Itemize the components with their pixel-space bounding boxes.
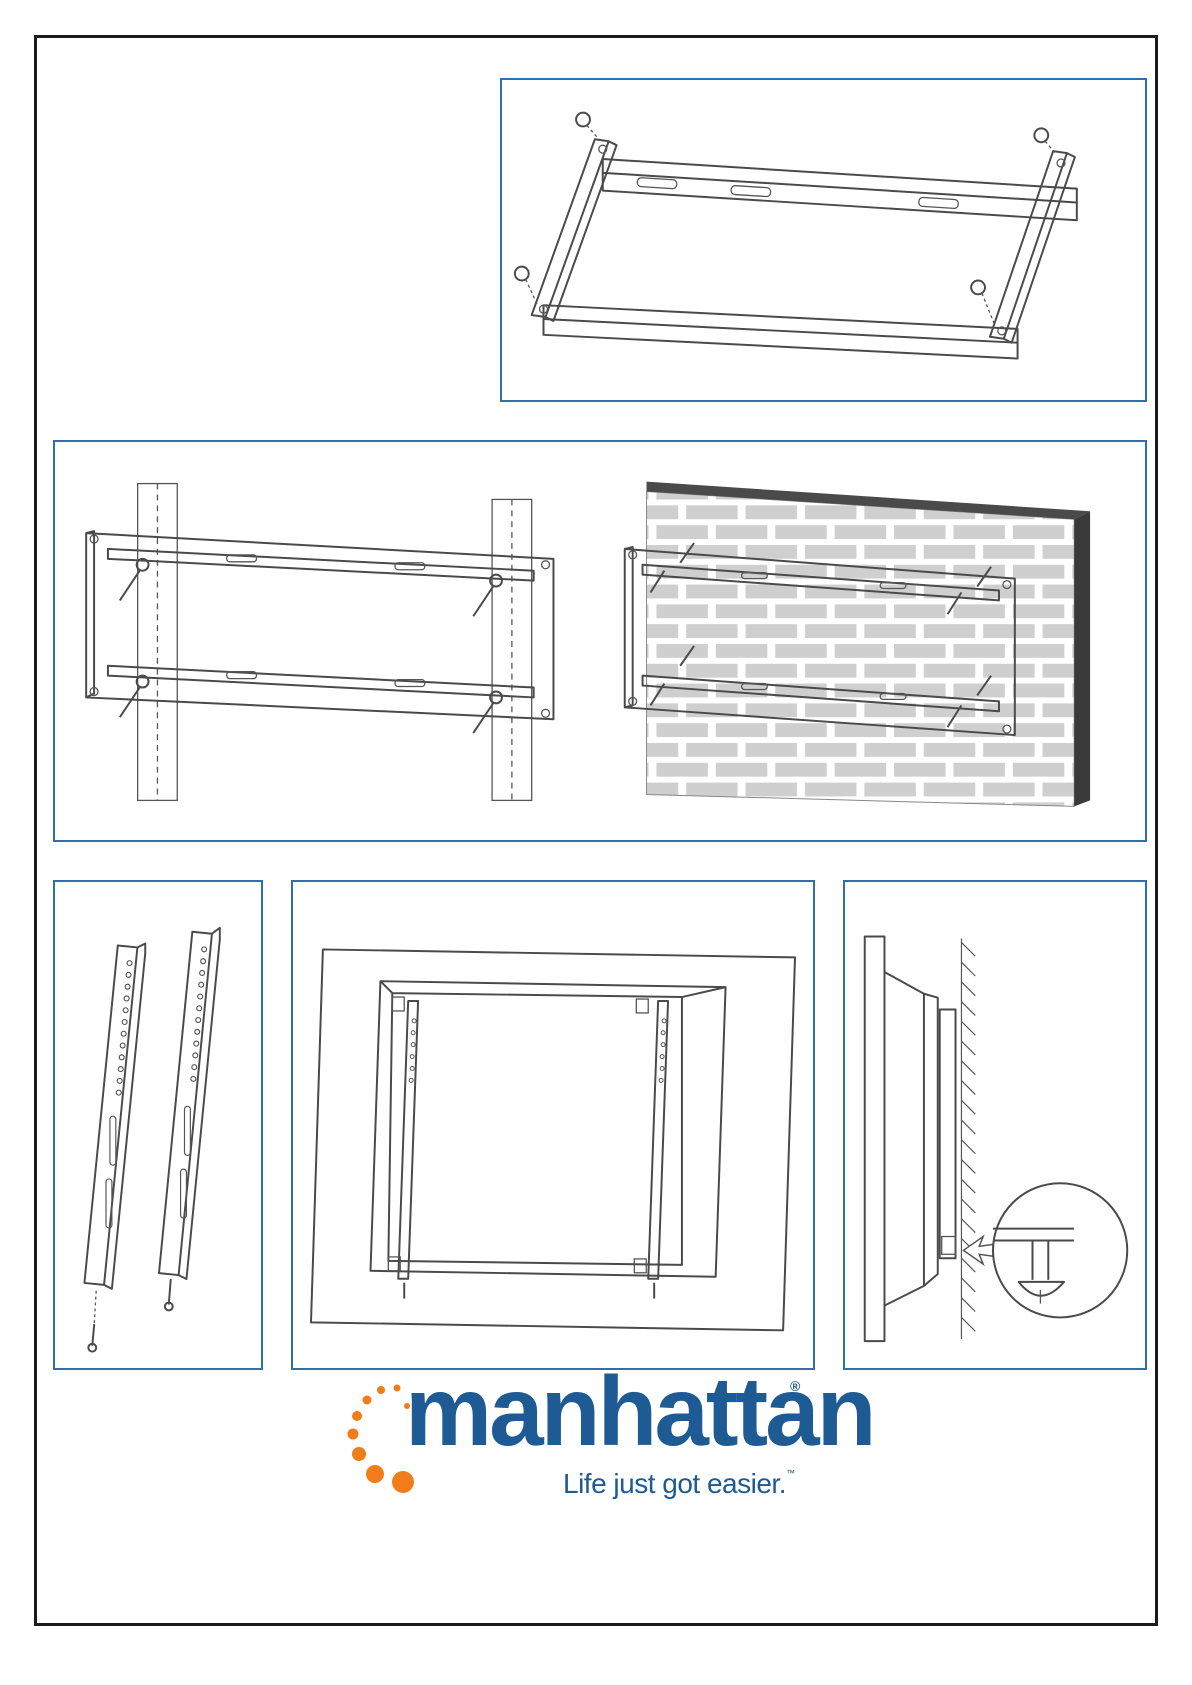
tagline: Life just got easier.™ bbox=[563, 1468, 794, 1500]
brand-name: manhattan bbox=[405, 1362, 874, 1460]
registered-mark: ® bbox=[790, 1378, 800, 1394]
panel-wall-mounting bbox=[53, 440, 1147, 842]
panel-tv-back-attach bbox=[291, 880, 815, 1370]
tv-back-illustration bbox=[293, 882, 813, 1368]
panel-vertical-arms bbox=[53, 880, 263, 1370]
frame-assembly-illustration bbox=[502, 80, 1145, 400]
trademark-mark: ™ bbox=[786, 1468, 795, 1478]
vertical-arms-illustration bbox=[55, 882, 261, 1368]
manhattan-logo: manhattan ® Life just got easier.™ bbox=[345, 1370, 815, 1510]
panel-hang-on-wall bbox=[843, 880, 1147, 1370]
hang-on-wall-illustration bbox=[845, 882, 1145, 1368]
wall-mounting-illustration bbox=[55, 442, 1145, 840]
panel-frame-assembly bbox=[500, 78, 1147, 402]
